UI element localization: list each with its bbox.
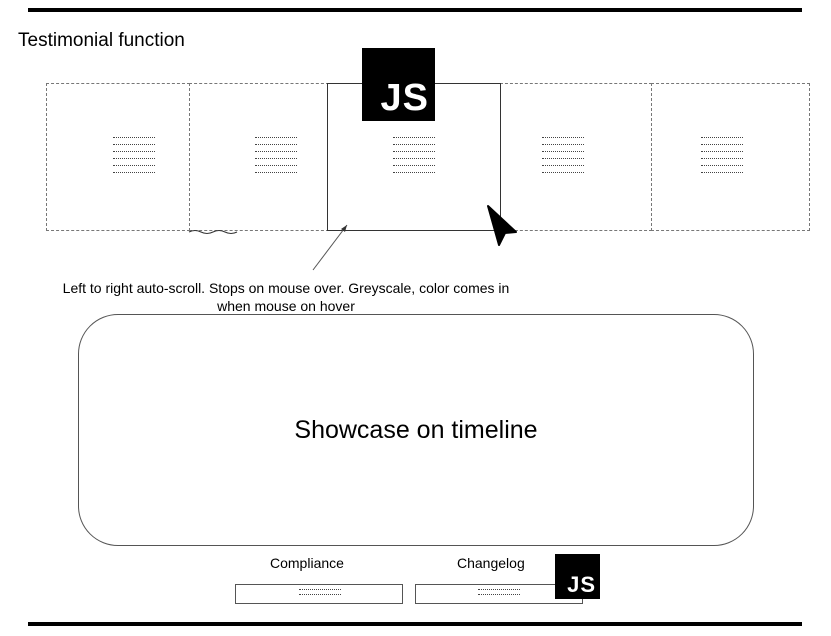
js-logo-text: JS [380, 77, 429, 119]
testimonial-card-1[interactable] [46, 83, 190, 231]
js-logo-footer-text: JS [567, 572, 596, 597]
compliance-label: Compliance [270, 555, 344, 571]
mouse-cursor-icon [487, 205, 517, 246]
top-divider [28, 8, 802, 12]
bottom-divider [28, 622, 802, 626]
js-logo-footer-icon: JS [555, 554, 600, 599]
scribble-mark [188, 230, 238, 234]
compliance-box[interactable] [235, 584, 403, 604]
section-title: Testimonial function [18, 30, 185, 51]
testimonial-text-placeholder [701, 137, 743, 179]
showcase-timeline-block[interactable]: Showcase on timeline [78, 314, 754, 546]
changelog-text-placeholder [478, 589, 520, 599]
testimonial-card-5[interactable] [651, 83, 810, 231]
js-logo-icon: JS [362, 48, 435, 121]
carousel-annotation-line-1: Left to right auto-scroll. Stops on mous… [62, 280, 510, 296]
testimonial-text-placeholder [542, 137, 584, 179]
carousel-annotation: Left to right auto-scroll. Stops on mous… [24, 279, 548, 315]
carousel-annotation-line-2: when mouse on hover [217, 298, 355, 314]
testimonial-text-placeholder [255, 137, 297, 179]
testimonial-text-placeholder [113, 137, 155, 179]
testimonial-text-placeholder [393, 137, 435, 179]
annotation-arrow-icon [312, 224, 348, 271]
testimonial-card-2[interactable] [189, 83, 329, 231]
compliance-text-placeholder [299, 589, 341, 599]
showcase-label: Showcase on timeline [294, 415, 538, 444]
changelog-label: Changelog [457, 555, 525, 571]
